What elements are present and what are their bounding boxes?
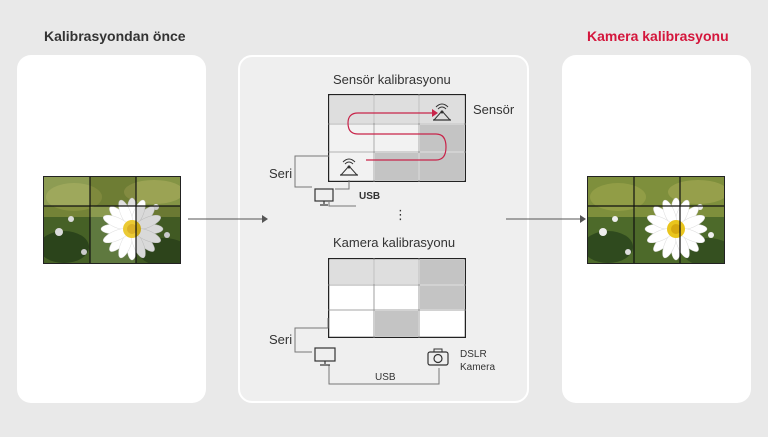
camera-grid — [328, 258, 466, 338]
camera-dslr-label: DSLR — [460, 349, 487, 360]
after-video-wall — [587, 176, 725, 264]
arrow-to-process — [188, 215, 268, 223]
sensor-serial-label: Seri — [269, 166, 293, 181]
after-title: Kamera kalibrasyonu — [587, 28, 729, 44]
sensor-grid — [328, 94, 466, 182]
sensor-section-title: Sensör kalibrasyonu — [333, 72, 451, 87]
camera-usb-label: USB — [375, 372, 396, 383]
monitor-icon — [314, 347, 336, 366]
sensor-icon — [339, 158, 359, 176]
monitor-icon — [314, 188, 334, 206]
sensor-usb-label: USB — [359, 191, 381, 202]
camera-connections — [294, 318, 440, 385]
before-video-wall — [43, 176, 181, 264]
arrow-to-result — [506, 215, 586, 223]
sensor-icon — [432, 103, 452, 121]
sensor-connections — [294, 155, 356, 207]
camera-serial-label: Seri — [269, 332, 293, 347]
section-ellipsis: ⋮ — [394, 207, 407, 222]
camera-section-title: Kamera kalibrasyonu — [333, 235, 456, 250]
sensor-label: Sensör — [473, 102, 515, 117]
sensor-path — [347, 112, 447, 161]
before-title: Kalibrasyondan önce — [44, 28, 186, 44]
camera-name-label: Kamera — [460, 362, 496, 373]
camera-icon — [427, 348, 449, 366]
